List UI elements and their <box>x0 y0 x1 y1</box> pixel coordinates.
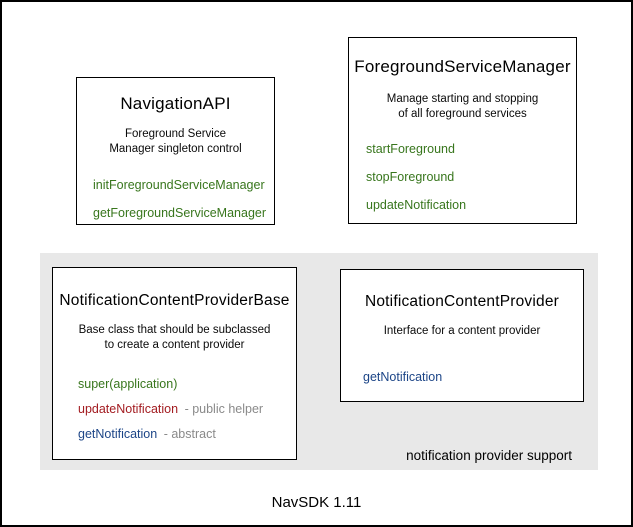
notification-provider-support-panel: NotificationContentProviderBase Base cla… <box>40 253 598 470</box>
navigation-api-title: NavigationAPI <box>120 94 231 113</box>
navigation-api-description: Foreground Service Manager singleton con… <box>77 127 274 157</box>
foreground-service-manager-title: ForegroundServiceManager <box>354 57 571 76</box>
method-name: updateNotification <box>366 198 467 212</box>
method-updatenotification: updateNotification - public helper <box>78 402 296 416</box>
method-name: stopForeground <box>366 170 455 184</box>
method-name: startForeground <box>366 142 455 156</box>
notification-content-provider-base-title: NotificationContentProviderBase <box>59 292 290 309</box>
method-name: initForegroundServiceManager <box>93 178 265 192</box>
method-annotation: - public helper <box>184 402 264 416</box>
navigation-api-methods: initForegroundServiceManager getForegrou… <box>77 178 274 220</box>
description-line: Manage starting and stopping <box>386 93 539 105</box>
description-line: to create a content provider <box>104 339 245 351</box>
method-startforeground: startForeground <box>366 142 576 156</box>
notification-content-provider-base-methods: super(application) updateNotification - … <box>53 377 296 441</box>
notification-content-provider-methods: getNotification <box>341 370 583 384</box>
foreground-service-manager-description: Manage starting and stopping of all fore… <box>349 92 576 122</box>
description-line: Base class that should be subclassed <box>78 324 271 336</box>
class-box-notification-content-provider-base: NotificationContentProviderBase Base cla… <box>52 267 297 460</box>
description-line: of all foreground services <box>398 108 527 120</box>
description-line: Interface for a content provider <box>383 325 541 337</box>
method-stopforeground: stopForeground <box>366 170 576 184</box>
page-caption: NavSDK 1.11 <box>271 494 362 511</box>
method-getforegroundservicemanager: getForegroundServiceManager <box>93 206 274 220</box>
description-line: Foreground Service <box>125 128 226 140</box>
description-line: Manager singleton control <box>109 143 242 155</box>
method-name: updateNotification <box>78 402 179 416</box>
class-box-foreground-service-manager: ForegroundServiceManager Manage starting… <box>348 37 577 224</box>
class-box-notification-content-provider: NotificationContentProvider Interface fo… <box>340 269 584 402</box>
notification-content-provider-title: NotificationContentProvider <box>364 293 560 310</box>
method-name: super(application) <box>78 377 178 391</box>
method-name: getForegroundServiceManager <box>93 206 267 220</box>
method-name: getNotification <box>363 370 443 384</box>
method-name: getNotification <box>78 427 158 441</box>
method-initforegroundservicemanager: initForegroundServiceManager <box>93 178 274 192</box>
foreground-service-manager-methods: startForeground stopForeground updateNot… <box>349 142 576 212</box>
method-getnotification: getNotification - abstract <box>78 427 296 441</box>
method-updatenotification: updateNotification <box>366 198 576 212</box>
method-getnotification: getNotification <box>363 370 583 384</box>
notification-content-provider-base-description: Base class that should be subclassed to … <box>53 323 296 353</box>
notification-content-provider-description: Interface for a content provider <box>341 324 583 339</box>
method-super-application: super(application) <box>78 377 296 391</box>
class-box-navigation-api: NavigationAPI Foreground Service Manager… <box>76 77 275 225</box>
method-annotation: - abstract <box>163 427 216 441</box>
panel-label: notification provider support <box>406 448 572 463</box>
